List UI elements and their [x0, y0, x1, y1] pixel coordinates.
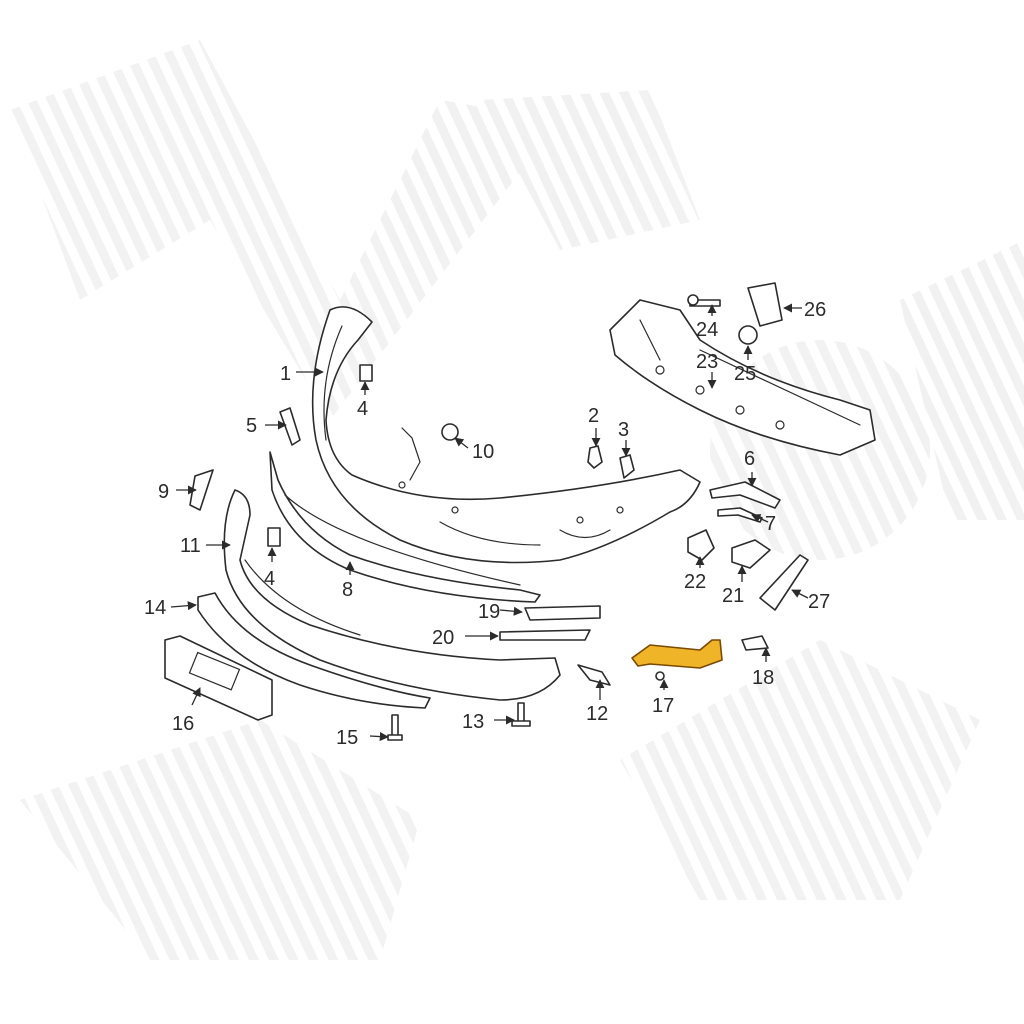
callout-17: 17 — [652, 695, 674, 717]
lip-spoiler — [197, 592, 431, 709]
callout-19: 19 — [478, 601, 500, 623]
callout-26: 26 — [804, 299, 826, 321]
callout-20: 20 — [432, 627, 454, 649]
strip-19 — [524, 605, 601, 621]
pin-15 — [391, 714, 399, 738]
bracket-26 — [747, 282, 783, 327]
grille — [269, 451, 541, 603]
callout-23: 23 — [696, 351, 718, 373]
license-plate-bracket — [164, 635, 273, 721]
callout-12: 12 — [586, 703, 608, 725]
lower-valance — [223, 489, 561, 701]
pin-13 — [517, 702, 525, 724]
callout-24: 24 — [696, 319, 718, 341]
leader-lines — [170, 303, 809, 742]
bolt-18 — [741, 635, 769, 651]
small-parts — [189, 282, 809, 741]
callout-4a: 4 — [357, 398, 368, 420]
reinforcement-beam — [609, 299, 876, 456]
nut-25 — [738, 325, 758, 345]
clip-4b — [267, 527, 281, 547]
watermark — [10, 40, 1024, 960]
reflector-9 — [189, 469, 214, 511]
bracket-6 — [709, 481, 781, 509]
cover-21 — [731, 539, 771, 569]
callout-10: 10 — [472, 441, 494, 463]
pin-3 — [619, 454, 635, 479]
clip-4a — [359, 364, 373, 382]
callout-21: 21 — [722, 585, 744, 607]
callout-3: 3 — [618, 419, 629, 441]
pin-13-base — [511, 720, 531, 727]
callout-1: 1 — [280, 363, 291, 385]
pin-2 — [587, 445, 603, 469]
callout-8: 8 — [342, 579, 353, 601]
callout-4b: 4 — [264, 568, 275, 590]
callout-2: 2 — [588, 405, 599, 427]
callout-5: 5 — [246, 415, 257, 437]
callouts: 1 2 3 4 4 5 6 7 8 9 10 11 12 13 14 15 16… — [144, 299, 830, 749]
bumper-cover — [311, 306, 701, 564]
callout-13: 13 — [462, 711, 484, 733]
callout-7: 7 — [765, 513, 776, 535]
callout-9: 9 — [158, 481, 169, 503]
nut-10 — [441, 423, 459, 441]
callout-22: 22 — [684, 571, 706, 593]
callout-16: 16 — [172, 713, 194, 735]
bolt-24-head — [687, 294, 699, 306]
callout-18: 18 — [752, 667, 774, 689]
callout-6: 6 — [744, 448, 755, 470]
callout-27: 27 — [808, 591, 830, 613]
strip-20 — [499, 629, 591, 641]
callout-25: 25 — [734, 363, 756, 385]
bracket-22 — [687, 529, 715, 561]
bracket-12 — [577, 664, 611, 686]
callout-11: 11 — [180, 535, 201, 557]
pin-15-base — [387, 734, 403, 741]
callout-15: 15 — [336, 727, 358, 749]
trim-27 — [759, 554, 809, 611]
highlighted-part-17 — [631, 639, 723, 669]
callout-14: 14 — [144, 597, 166, 619]
bracket-5 — [279, 407, 301, 446]
